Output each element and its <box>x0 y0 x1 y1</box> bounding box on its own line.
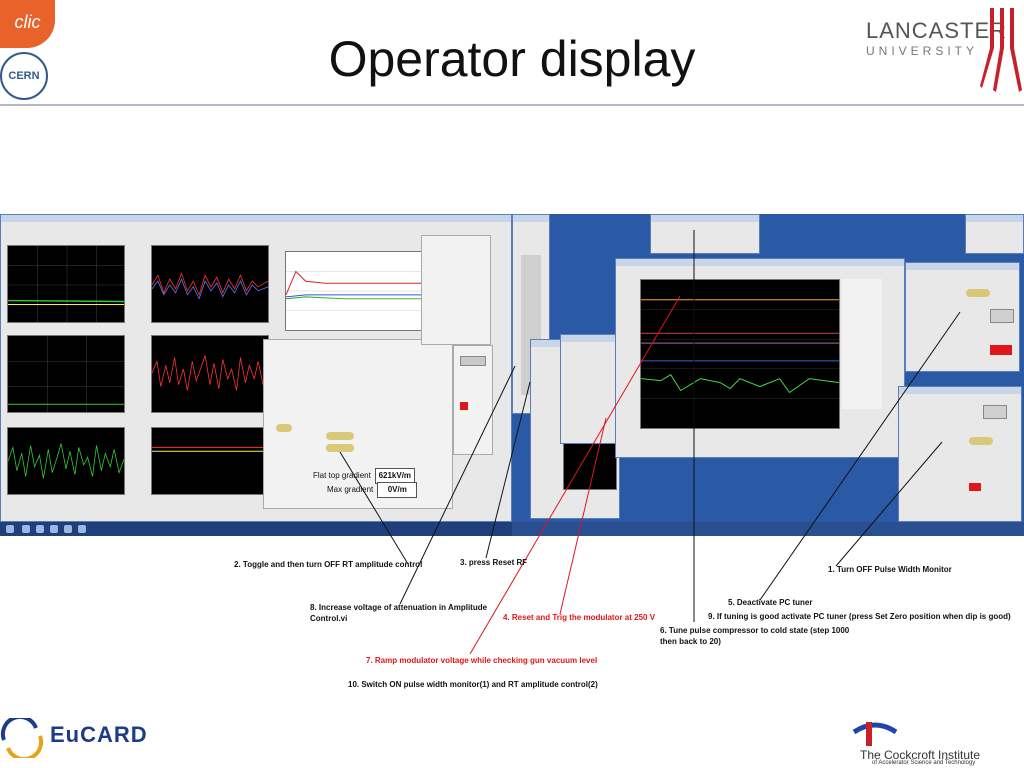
pc-tuner-stop-button[interactable] <box>990 345 1012 355</box>
taskbar-app-icon[interactable] <box>22 525 30 533</box>
status-indicators <box>842 279 882 409</box>
plot-gun-vacuum <box>640 279 840 429</box>
reset-rf-toggle[interactable] <box>326 432 354 440</box>
start-icon[interactable] <box>6 525 14 533</box>
top-control-window[interactable] <box>650 214 760 254</box>
vacuum-window-titlebar[interactable] <box>513 215 549 222</box>
annotation-7: 7. Ramp modulator voltage while checking… <box>366 656 598 665</box>
max-gradient-value: 0V/m <box>377 482 418 498</box>
plot-rf-pulse <box>285 251 425 331</box>
pc-tuning-window[interactable] <box>905 262 1020 372</box>
taskbar-app-icon[interactable] <box>36 525 44 533</box>
clic-logo-text: clic <box>14 12 41 32</box>
pulse-width-monitor-titlebar[interactable] <box>899 387 1021 394</box>
plot-red-noise <box>151 335 269 413</box>
compressor-titlebar[interactable] <box>561 335 619 342</box>
annotation-8b: Control.vi <box>310 614 348 623</box>
pulse-width-monitor-toggle[interactable] <box>969 437 993 445</box>
annotation-5: 5. Deactivate PC tuner <box>728 598 813 607</box>
header-divider <box>0 104 1024 106</box>
far-right-window[interactable] <box>965 214 1024 254</box>
compressor-window[interactable] <box>560 334 620 444</box>
annotation-2: 2. Toggle and then turn OFF RT amplitude… <box>234 560 423 569</box>
cockcroft-logo-icon <box>852 722 898 746</box>
monitor-save-button[interactable] <box>983 405 1007 419</box>
flat-top-label: Flat top gradient <box>313 471 371 480</box>
annotation-4: 4. Reset and Trig the modulator at 250 V <box>503 613 656 622</box>
main-window-titlebar[interactable] <box>1 215 511 222</box>
monitor-stop-button[interactable] <box>969 483 981 491</box>
annotation-1: 1. Turn OFF Pulse Width Monitor <box>828 565 952 574</box>
cern-logo: CERN <box>0 52 48 100</box>
annotation-9: 9. If tuning is good activate PC tuner (… <box>708 612 1011 621</box>
activate-pc-tuner-toggle[interactable] <box>966 289 990 297</box>
connect-button[interactable] <box>460 356 486 366</box>
pc-tuning-titlebar[interactable] <box>906 263 1019 270</box>
cockcroft-logo-text: The Cockcroft Institute <box>860 748 981 762</box>
cockcroft-logo-subtext: of Accelerator Science and Technology <box>872 760 976 766</box>
lancaster-logo-line2: UNIVERSITY <box>866 44 979 58</box>
rt-amplitude-control-toggle[interactable] <box>326 444 354 452</box>
plot-amplitude <box>7 245 125 323</box>
connect-reset-panel[interactable] <box>453 345 493 455</box>
clic-logo: clic <box>0 0 55 48</box>
cern-logo-text: CERN <box>8 70 40 82</box>
taskbar-right[interactable] <box>512 522 1024 536</box>
plot-noise-green <box>7 427 125 495</box>
plot-flat-traces <box>151 427 269 495</box>
lancaster-crest-icon <box>980 8 1022 92</box>
set-zero-position-button[interactable] <box>990 309 1014 323</box>
taskbar-left[interactable] <box>0 522 512 536</box>
lancaster-logo: LANCASTER UNIVERSITY <box>866 18 1008 58</box>
annotation-10: 10. Switch ON pulse width monitor(1) and… <box>348 680 598 689</box>
gun-vacuum-titlebar[interactable] <box>616 259 904 266</box>
taskbar-app-icon[interactable] <box>50 525 58 533</box>
taskbar-app-icon[interactable] <box>78 525 86 533</box>
stop-button[interactable] <box>460 402 468 410</box>
annotation-6b: then back to 20) <box>660 637 721 646</box>
top-control-titlebar[interactable] <box>651 215 759 222</box>
gun-vacuum-window[interactable] <box>615 258 905 458</box>
pulse-width-monitor-window[interactable] <box>898 386 1022 522</box>
eucard-logo-icon <box>0 718 44 758</box>
max-gradient-label: Max gradient <box>327 485 374 494</box>
lancaster-logo-line1: LANCASTER <box>866 18 1008 43</box>
dc-level-toggle[interactable] <box>276 424 292 432</box>
annotation-8a: 8. Increase voltage of attenuation in Am… <box>310 603 488 612</box>
annotation-3: 3. press Reset RF <box>460 558 528 567</box>
slide-title: Operator display <box>328 31 696 87</box>
annotation-6a: 6. Tune pulse compressor to cold state (… <box>660 626 850 635</box>
eucard-logo-text: EuCARD <box>50 722 148 747</box>
taskbar-app-icon[interactable] <box>64 525 72 533</box>
far-right-titlebar[interactable] <box>966 215 1023 222</box>
plot-beam-current <box>151 245 269 323</box>
trace-selection-panel[interactable] <box>421 235 491 345</box>
plot-power <box>7 335 125 413</box>
